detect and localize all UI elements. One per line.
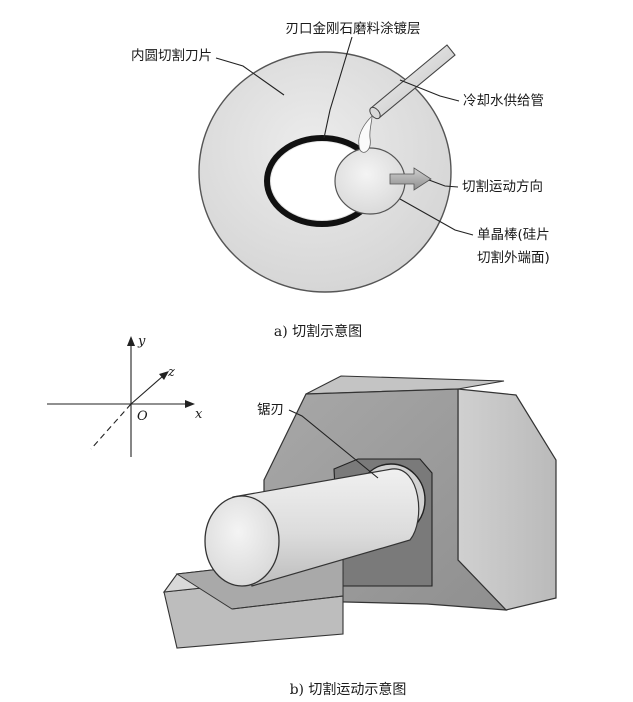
figure-a: 内圆切割刀片 刃口金刚石磨料涂镀层 冷却水供给管 切割运动方向 单晶棒(硅片 切… [131, 20, 550, 340]
label-blade: 内圆切割刀片 [131, 47, 212, 64]
leader-direction [428, 179, 459, 188]
ingot-cylinder-end [204, 495, 280, 587]
label-ingot-line1: 单晶棒(硅片 [477, 227, 550, 243]
label-ingot-line2: 切割外端面) [477, 249, 550, 266]
axis-label-origin: O [137, 409, 148, 424]
caption-a: a) 切割示意图 [274, 323, 362, 340]
figure-b: 锯刃 b) 切割运动示意图 [162, 375, 557, 698]
coolant-pipe [358, 44, 456, 153]
axis-label-y: y [137, 334, 146, 349]
leader-blade [215, 57, 285, 96]
direction-arrow [389, 167, 432, 191]
coordinate-axes: y z x O [47, 334, 203, 457]
axis-label-z: z [167, 365, 175, 380]
label-saw-blade: 锯刃 [257, 402, 284, 418]
z-axis-dashed [90, 403, 132, 450]
label-direction: 切割运动方向 [462, 178, 543, 195]
leader-saw-blade [288, 409, 379, 479]
leader-ingot [399, 198, 474, 236]
label-coating: 刃口金刚石磨料涂镀层 [286, 20, 421, 37]
leader-coating [323, 36, 353, 139]
ingot-cylinder [204, 468, 420, 587]
leader-coolant [399, 79, 460, 102]
caption-b: b) 切割运动示意图 [290, 681, 407, 698]
axis-label-x: x [195, 407, 203, 422]
label-coolant: 冷却水供给管 [463, 93, 544, 109]
z-axis-solid [130, 375, 164, 405]
